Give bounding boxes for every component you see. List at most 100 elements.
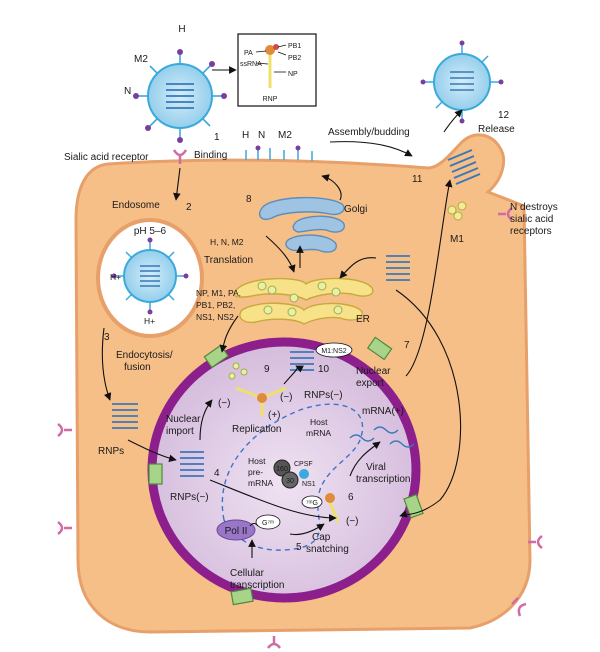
label-nuclear-export-2: export bbox=[356, 378, 384, 389]
label-inset-pa: PA bbox=[244, 50, 253, 57]
label-viral-tx-2: transcription bbox=[356, 474, 410, 485]
label-step12-num: 12 bbox=[498, 110, 510, 121]
label-translation: Translation bbox=[204, 255, 253, 266]
label-m1: M1 bbox=[450, 234, 464, 245]
label-endosome: Endosome bbox=[112, 200, 160, 211]
label-step6-num: 6 bbox=[348, 492, 354, 503]
label-step8-num: 8 bbox=[246, 194, 252, 205]
label-inset-ssrna: ssRNA bbox=[240, 61, 262, 68]
label-m2-top: M2 bbox=[134, 54, 148, 65]
m1ns2-complex bbox=[315, 342, 353, 358]
replication-complex bbox=[235, 386, 287, 416]
receptor bbox=[498, 207, 513, 221]
sialic-acid-receptors bbox=[57, 149, 543, 649]
label-cap-1: Cap bbox=[312, 532, 331, 543]
label-nuclear-import-1: Nuclear bbox=[166, 414, 201, 425]
label-viral-tx-1: Viral bbox=[366, 462, 386, 473]
label-host-mrna-1: Host bbox=[310, 417, 328, 427]
label-h-top: H bbox=[178, 24, 185, 35]
label-step3-num: 3 bbox=[104, 332, 110, 343]
label-n-destroys-2: sialic acid bbox=[510, 214, 553, 225]
label-pol2: Pol II bbox=[225, 526, 248, 537]
label-host-pre-3: mRNA bbox=[248, 478, 273, 488]
label-step7-num: 7 bbox=[404, 340, 410, 351]
influenza-virion bbox=[133, 49, 227, 143]
label-n-destroys-1: N destroys bbox=[510, 202, 558, 213]
process-arrows bbox=[101, 66, 463, 558]
cpsf-ns1-complex bbox=[273, 459, 309, 489]
nuclear-rnps bbox=[180, 351, 314, 477]
label-step10-num: 10 bbox=[318, 364, 330, 375]
label-proteins-2: PB1, PB2, bbox=[196, 300, 235, 310]
cytoplasm-rnps bbox=[112, 255, 410, 429]
label-inset-np: NP bbox=[288, 71, 298, 78]
label-step5-num: 5 bbox=[296, 542, 302, 553]
host-mrna-dashed-loop bbox=[221, 403, 364, 551]
label-n-top: N bbox=[124, 86, 131, 97]
membrane-proteins bbox=[245, 148, 313, 161]
label-step4-num: 4 bbox=[214, 468, 220, 479]
label-step11-num: 11 bbox=[412, 174, 423, 185]
label-er: ER bbox=[356, 314, 370, 325]
label-assembly: Assembly/budding bbox=[328, 127, 410, 138]
receptor bbox=[57, 423, 72, 437]
receptor bbox=[511, 597, 527, 617]
label-proteins-3: NS1, NS2 bbox=[196, 312, 234, 322]
label-h-membrane: H bbox=[242, 130, 249, 141]
label-rnps-minus-top: RNPs(−) bbox=[304, 390, 343, 401]
label-ns1: NS1 bbox=[302, 481, 316, 488]
label-proteins-1: NP, M1, PA, bbox=[196, 288, 241, 298]
label-cpsf: CPSF bbox=[294, 461, 313, 468]
label-mrna-plus: mRNA(+) bbox=[362, 406, 404, 417]
receptor bbox=[267, 636, 281, 649]
label-hnm2: H, N, M2 bbox=[210, 237, 244, 247]
released-virion bbox=[420, 40, 504, 124]
label-inset-pb1: PB1 bbox=[288, 43, 301, 50]
label-nuclear-import-2: import bbox=[166, 426, 194, 437]
label-nuclear-export-1: Nuclear bbox=[356, 366, 391, 377]
label-inset-rnp: RNP bbox=[263, 96, 278, 103]
label-host-pre-2: pre- bbox=[248, 467, 263, 477]
label-cpsf-160: 160 bbox=[276, 466, 288, 473]
label-m7g-a: ⁷ᵐG bbox=[306, 500, 318, 507]
label-step1-name: Binding bbox=[194, 150, 227, 161]
label-endo-fusion-1: Endocytosis/ bbox=[116, 350, 173, 361]
endosome bbox=[96, 218, 204, 338]
label-plus-repl: (+) bbox=[268, 410, 281, 421]
label-n-destroys-3: receptors bbox=[510, 226, 552, 237]
label-step9-num: 9 bbox=[264, 364, 270, 375]
receptor bbox=[57, 521, 72, 535]
label-cap-2: snatching bbox=[306, 544, 349, 555]
label-step12-name: Release bbox=[478, 124, 515, 135]
label-host-mrna-2: mRNA bbox=[306, 428, 331, 438]
label-step2-num: 2 bbox=[186, 202, 192, 213]
label-minus-left: (−) bbox=[218, 398, 231, 409]
label-minus-cap: (−) bbox=[346, 516, 359, 527]
viral-mrna bbox=[349, 426, 415, 448]
label-minus-right: (−) bbox=[280, 392, 293, 403]
label-hplus-1: H+ bbox=[110, 272, 121, 282]
label-ph: pH 5–6 bbox=[134, 226, 167, 237]
labels: H M2 N PA PB1 PB2 ssRNA NP RNP 1 Binding… bbox=[64, 24, 558, 591]
m1-particles bbox=[228, 362, 248, 380]
label-m7g-b: G⁷ᵐ bbox=[262, 520, 274, 527]
label-step1-num: 1 bbox=[214, 132, 220, 143]
budding-virion bbox=[447, 149, 481, 185]
label-host-pre-1: Host bbox=[248, 456, 266, 466]
nuclear-pore bbox=[366, 336, 393, 361]
label-sialic-receptor: Sialic acid receptor bbox=[64, 152, 149, 163]
receptor bbox=[528, 535, 543, 549]
label-cell-tx-1: Cellular bbox=[230, 568, 265, 579]
rnp-inset bbox=[237, 33, 317, 107]
label-endo-fusion-2: fusion bbox=[124, 362, 151, 373]
receptor bbox=[172, 149, 188, 164]
label-hplus-2: H+ bbox=[144, 316, 155, 326]
label-cpsf-30: 30 bbox=[286, 478, 294, 485]
label-cell-tx-2: transcription bbox=[230, 580, 284, 591]
label-m2-membrane: M2 bbox=[278, 130, 292, 141]
label-inset-pb2: PB2 bbox=[288, 55, 301, 62]
label-rnps-cyto: RNPs bbox=[98, 446, 124, 457]
label-replication: Replication bbox=[232, 424, 281, 435]
nuclear-pore bbox=[230, 587, 254, 606]
